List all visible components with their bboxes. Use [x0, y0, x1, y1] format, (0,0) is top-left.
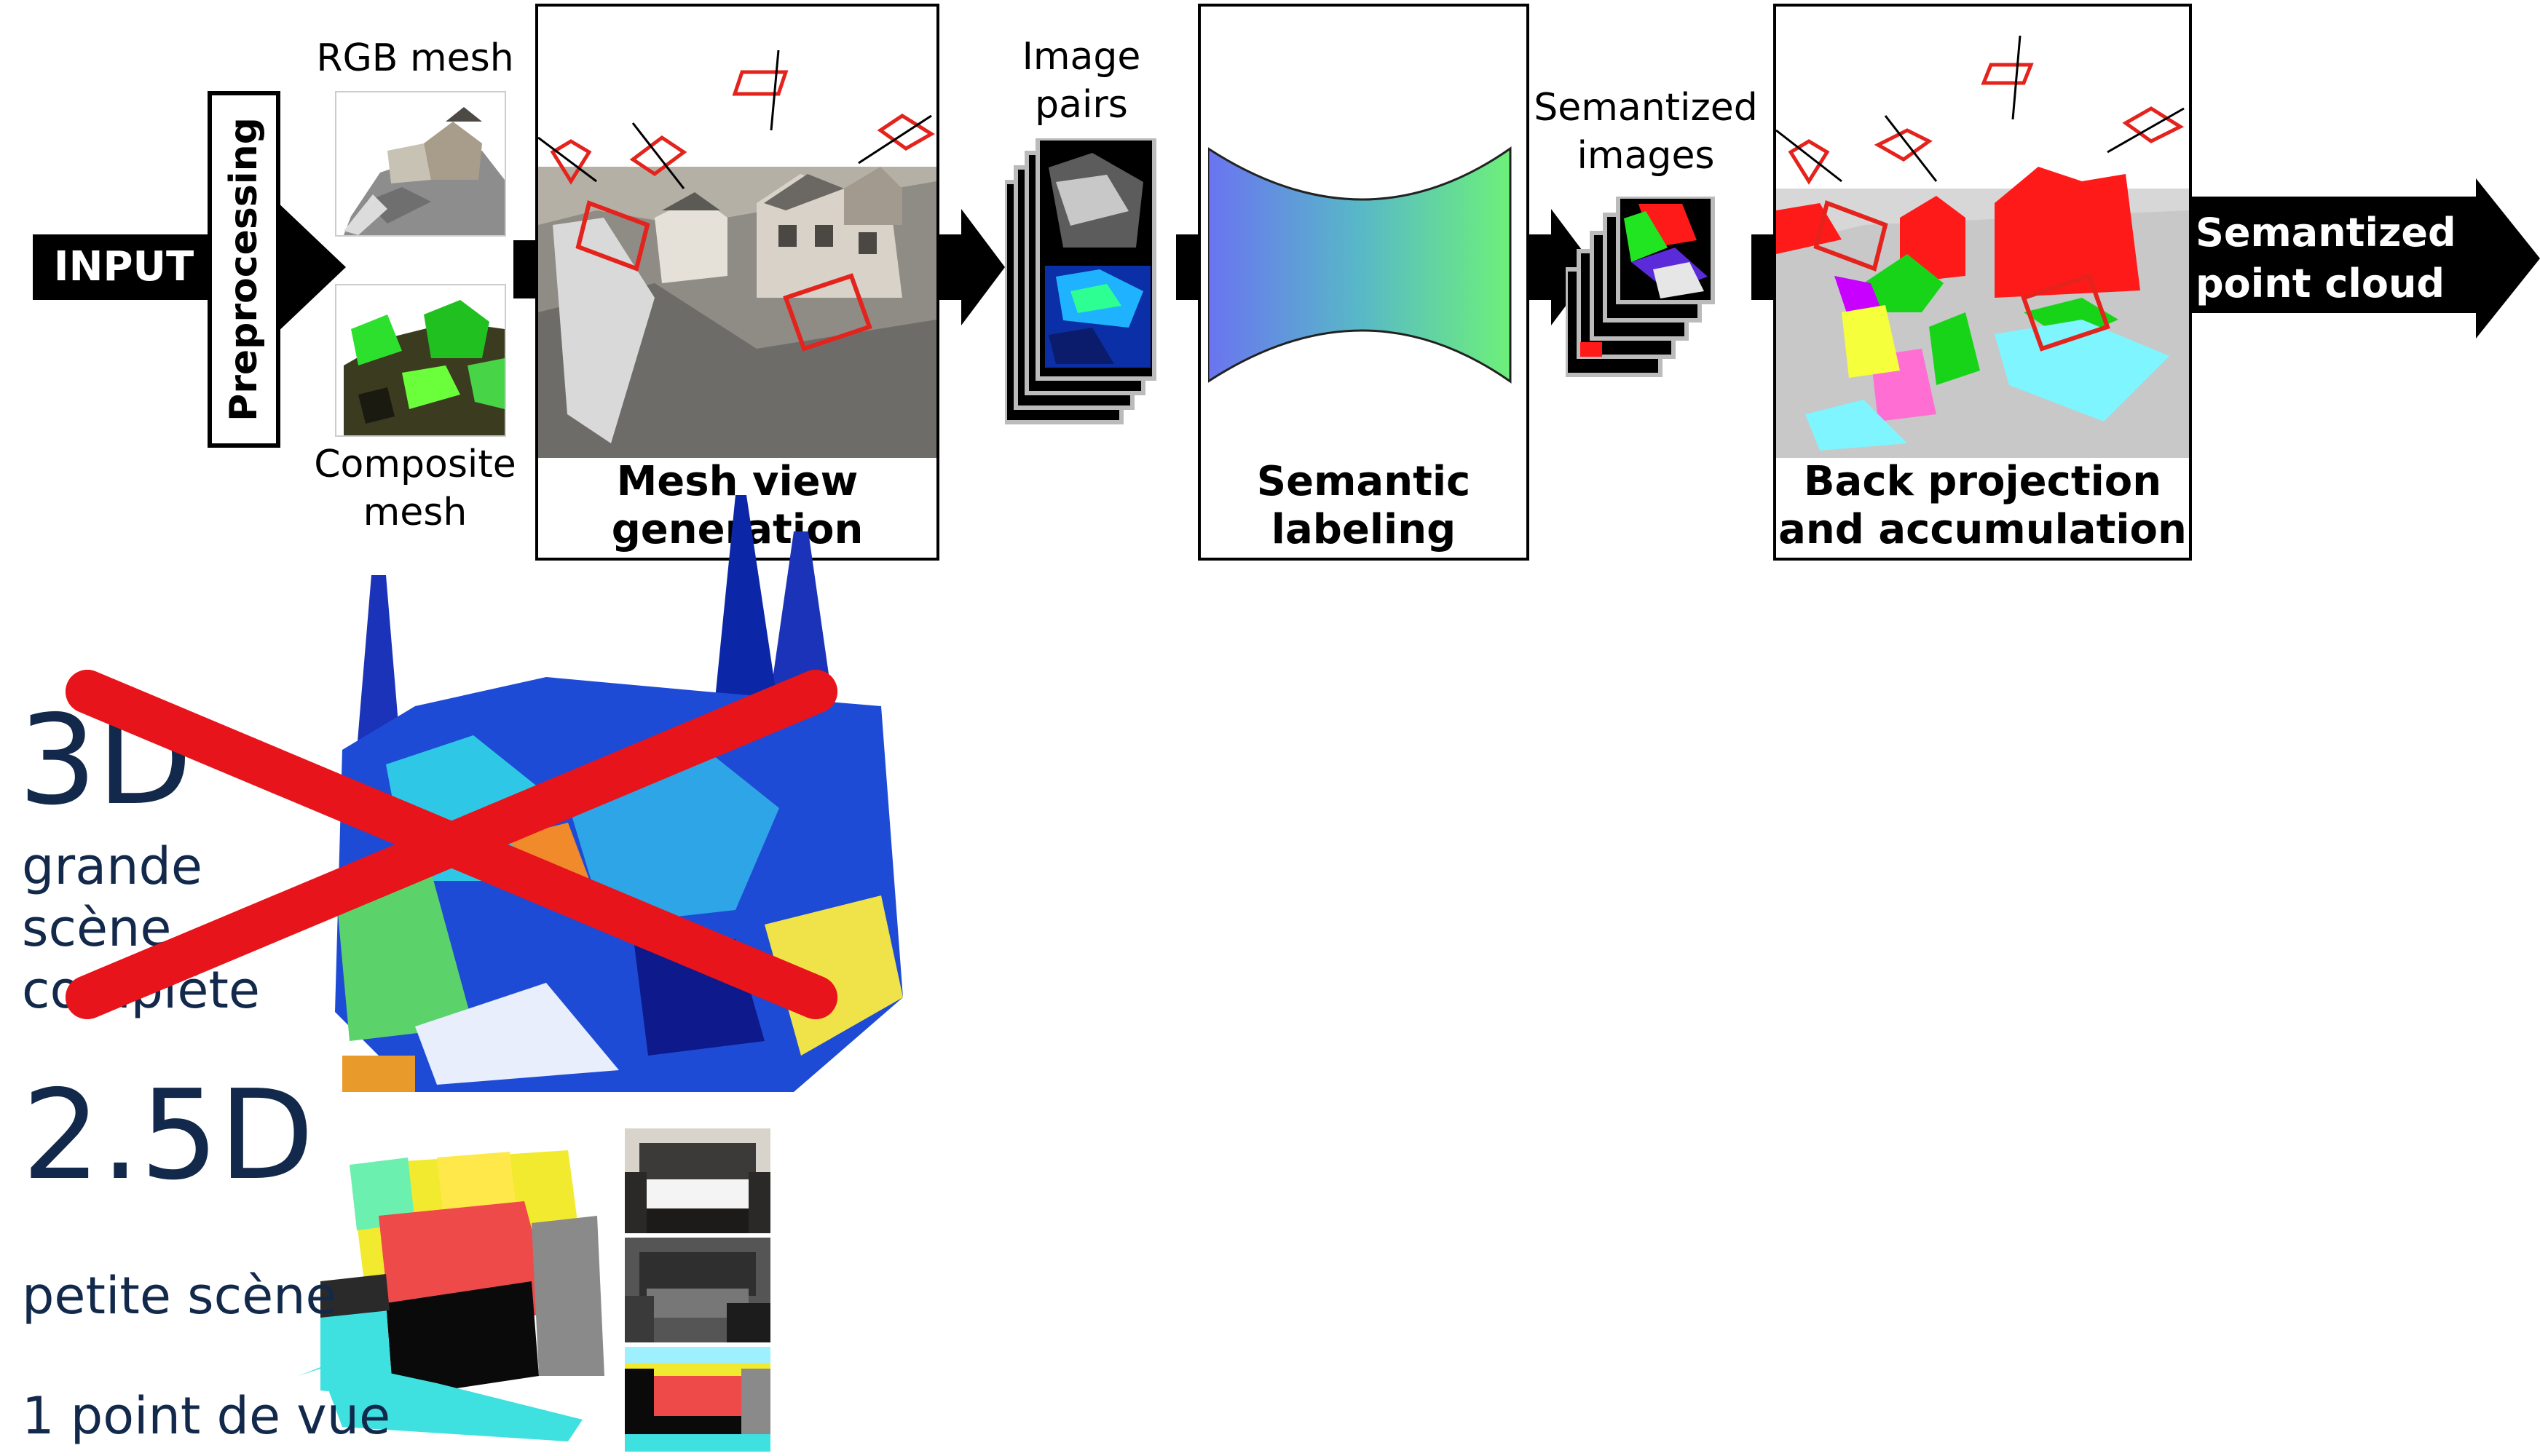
composite-mesh-label: Composite mesh [314, 443, 516, 534]
rgb-mesh-label: RGB mesh [316, 36, 514, 80]
rgb-mesh-thumbnail [335, 91, 506, 237]
label-25d: 2.5D [22, 1064, 315, 1208]
output-label: Semantized point cloud [2196, 210, 2456, 306]
mesh-view-scene [538, 50, 936, 458]
semantized-images-label: Semantized images [1534, 86, 1758, 178]
bedroom-rgb-thumbnail [625, 1128, 770, 1233]
desc-3d-line-2: scène [22, 898, 172, 958]
bedroom-depth-thumbnail [625, 1238, 770, 1342]
back-projection-box: Back projection and accumulation [1773, 4, 2192, 561]
back-projection-scene [1776, 35, 2189, 458]
preprocessing-box: Preprocessing [208, 91, 280, 448]
composite-mesh-thumbnail [335, 284, 506, 437]
bedroom-point-cloud [299, 1150, 604, 1441]
preprocessing-label: Preprocessing [222, 117, 266, 422]
input-label: INPUT [53, 243, 194, 290]
connector-into-mesh-view [513, 240, 535, 298]
image-pairs-label: Image pairs [1022, 35, 1141, 127]
mesh-view-generation-box: Mesh view generation [535, 4, 939, 561]
semantic-labeling-box: Semantic labeling [1198, 4, 1529, 561]
semantic-labeling-label: Semantic labeling [1256, 458, 1471, 553]
bedroom-label-thumbnail [625, 1347, 770, 1452]
desc-25d-line-2: 1 point de vue [22, 1386, 391, 1446]
back-projection-label: Back projection and accumulation [1778, 458, 2187, 553]
arrow-semantized-to-backprojection [1751, 234, 1773, 300]
desc-3d-line-1: grande [22, 836, 202, 896]
encoder-decoder-shape [1208, 146, 1512, 384]
desc-25d-line-1: petite scène [22, 1266, 337, 1326]
strike-x-overlay [66, 670, 837, 1019]
